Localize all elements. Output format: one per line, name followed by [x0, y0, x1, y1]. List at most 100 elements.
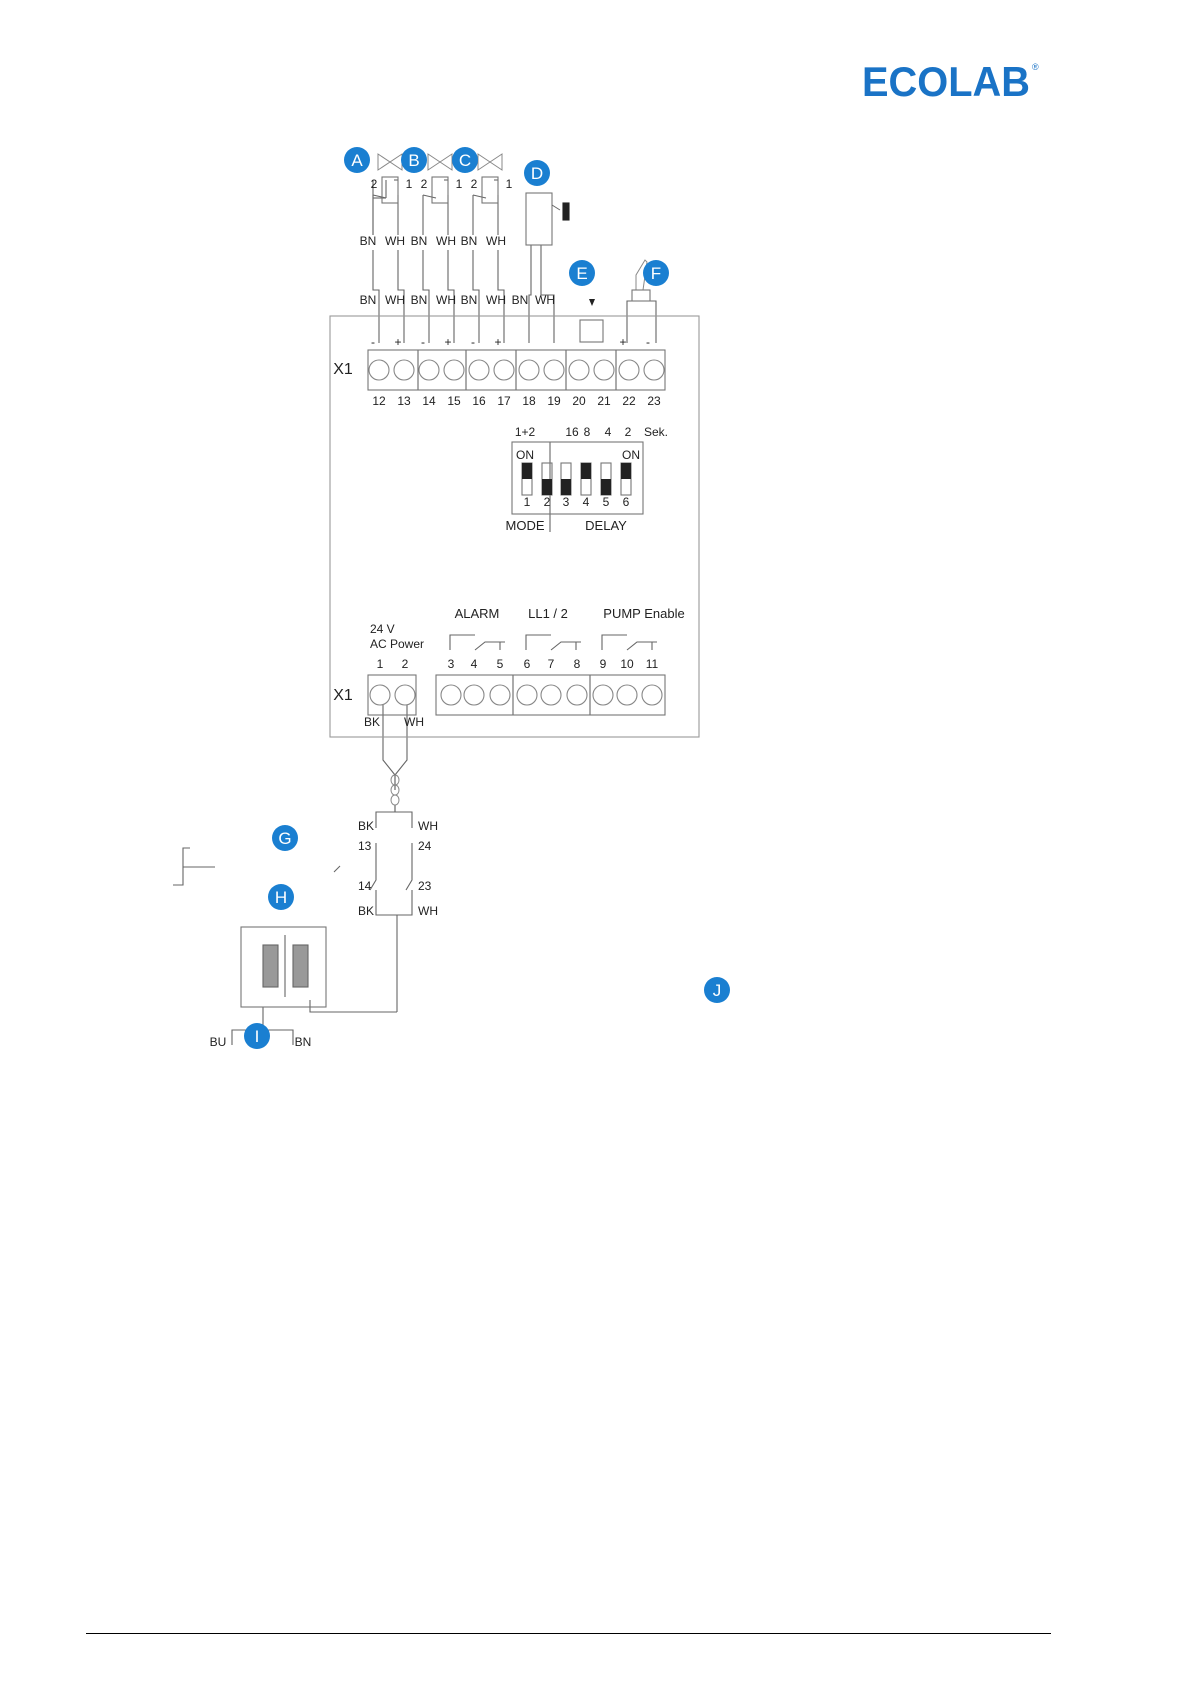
terminal-screw [642, 685, 662, 705]
terminal-screw [644, 360, 664, 380]
terminal-number-label: 20 [572, 394, 586, 408]
switch-wire-label: WH [418, 904, 438, 918]
cable-twist [391, 795, 399, 805]
dip-switch-knob [601, 479, 611, 495]
wire-color-label: WH [535, 293, 555, 307]
terminal-screw [441, 685, 461, 705]
dip-switch-knob [561, 479, 571, 495]
wire [423, 195, 436, 198]
callout-e-label: E [576, 264, 587, 283]
dip-number-label: 2 [544, 495, 551, 509]
dip-number-label: 5 [603, 495, 610, 509]
level-switch-indicator [563, 203, 569, 220]
wire [473, 195, 486, 198]
transformer-body [241, 927, 326, 1007]
terminal-screw [444, 360, 464, 380]
wire [627, 301, 634, 343]
terminal-number-label: 8 [574, 657, 581, 671]
dip-number-label: 1 [524, 495, 531, 509]
wire-color-label: BN [512, 293, 529, 307]
components [241, 154, 699, 1007]
valve-symbol-icon [428, 154, 452, 170]
wire [526, 635, 551, 650]
terminal-polarity-label: + [444, 335, 451, 349]
terminal-number-label: 6 [524, 657, 531, 671]
dip-on-label-right: ON [622, 448, 640, 462]
sensor-f-head [632, 290, 650, 301]
terminal-screw [619, 360, 639, 380]
cable [376, 805, 395, 828]
dip-number-label: 3 [563, 495, 570, 509]
dip-on-label-left: ON [516, 448, 534, 462]
terminal-number-label: 11 [646, 657, 659, 671]
terminal-number-label: 17 [497, 394, 511, 408]
power-wire-label: BK [364, 715, 380, 729]
terminal-screw [369, 360, 389, 380]
terminal-screw [593, 685, 613, 705]
terminal-block-label-top: X1 [333, 361, 353, 378]
valve-coil [382, 177, 398, 203]
terminal-number-label: 21 [597, 394, 611, 408]
terminal-screw [569, 360, 589, 380]
wire-color-label: BN [461, 293, 478, 307]
valve-pin-label: 2 [471, 177, 478, 191]
mains-wire-label-left: BU [210, 1035, 227, 1049]
wire [602, 635, 627, 650]
callout-j-label: J [713, 981, 722, 1000]
terminal-polarity-label: - [371, 335, 375, 349]
terminal-polarity-label: + [394, 335, 401, 349]
terminal-block-label-bottom: X1 [333, 687, 353, 704]
terminal-screw [469, 360, 489, 380]
relay-label: PUMP Enable [603, 606, 684, 621]
wire-color-label: BN [360, 234, 377, 248]
terminal-polarity-label: - [646, 335, 650, 349]
terminal-number-label: 1 [377, 657, 384, 671]
wire-color-label: BN [411, 234, 428, 248]
terminal-number-label: 5 [497, 657, 504, 671]
valve-pin-label: 1 [406, 177, 413, 191]
callout-f-label: F [651, 264, 661, 283]
valve-pin-label: 1 [456, 177, 463, 191]
switch-indicator [334, 866, 340, 872]
terminal-number-label: 3 [448, 657, 455, 671]
terminal-screw [419, 360, 439, 380]
terminal-screw [594, 360, 614, 380]
valve-symbol-icon [378, 154, 402, 170]
terminal-screw [395, 685, 415, 705]
terminal-number-label: 22 [622, 394, 636, 408]
callout-h-label: H [275, 888, 287, 907]
terminal-screw [464, 685, 484, 705]
dip-switch-knob [621, 463, 631, 479]
dip-header-label: 4 [605, 425, 612, 439]
wire-color-label: WH [385, 293, 405, 307]
terminal-number-label: 23 [647, 394, 661, 408]
dip-header-label: Sek. [644, 425, 668, 439]
power-wire-label: WH [404, 715, 424, 729]
cable [383, 705, 395, 790]
switch-wire-label: BK [358, 819, 374, 833]
dip-delay-label: DELAY [585, 518, 627, 533]
dip-number-label: 6 [623, 495, 630, 509]
transformer-coil-left [263, 945, 278, 987]
terminal-polarity-label: - [471, 335, 475, 349]
power-label: AC Power [370, 637, 424, 651]
terminal-number-label: 9 [600, 657, 607, 671]
terminal-number-label: 13 [397, 394, 411, 408]
wire-color-label: WH [486, 234, 506, 248]
callout-b-label: B [408, 151, 419, 170]
dip-header-label: 2 [625, 425, 632, 439]
dip-switch-knob [522, 463, 532, 479]
wire-color-label: WH [436, 293, 456, 307]
valve-pin-label: 1 [506, 177, 513, 191]
terminal-strip-relays [436, 675, 665, 715]
switch-terminal-label: 13 [358, 839, 372, 853]
terminal-number-label: 4 [471, 657, 478, 671]
wire [627, 642, 657, 650]
wire [475, 642, 505, 650]
dip-header-label: 8 [584, 425, 591, 439]
level-switch-body [526, 193, 552, 245]
diagram-labels: 212121BNWHBNWHBNWHBNWHBNWHBNWHBNWH-12+13… [210, 177, 685, 1049]
transformer-coil-right [293, 945, 308, 987]
dip-mode-label: MODE [506, 518, 545, 533]
level-switch-arm [552, 205, 560, 210]
